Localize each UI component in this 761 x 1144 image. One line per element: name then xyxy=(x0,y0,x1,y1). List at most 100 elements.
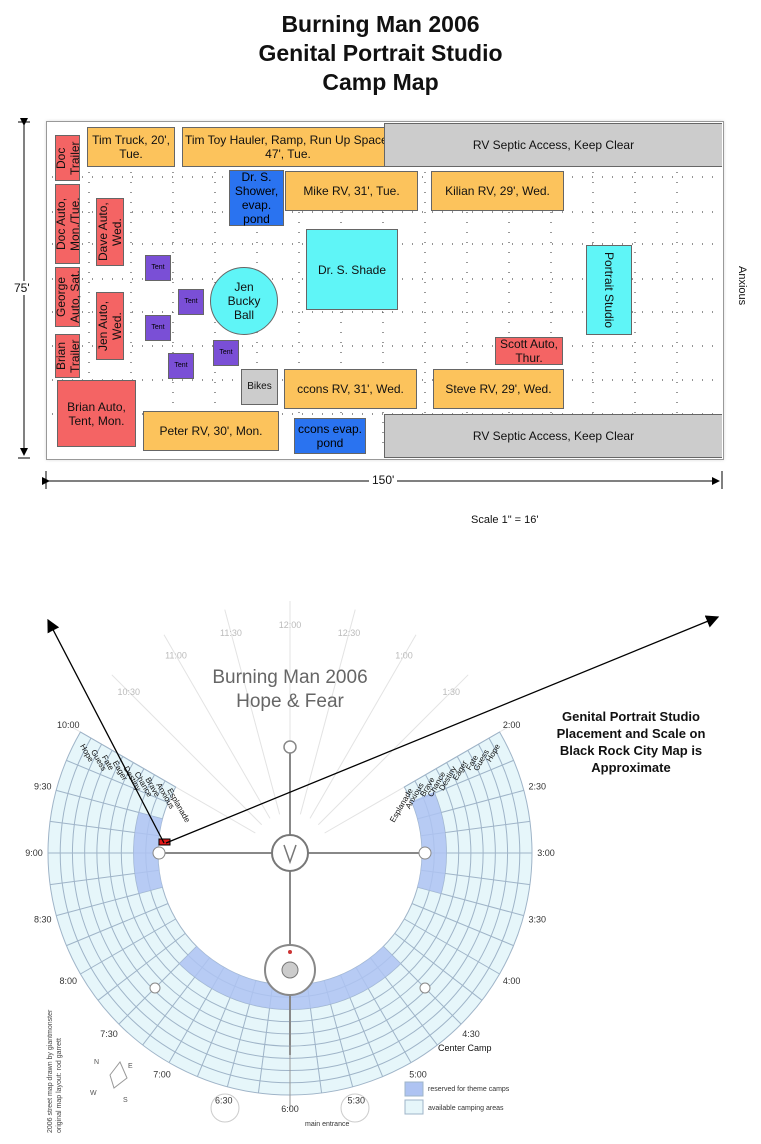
steve-rv: Steve RV, 29', Wed. xyxy=(433,369,564,409)
center-camp-dot xyxy=(288,950,292,954)
legend-available-label: available camping areas xyxy=(428,1105,504,1112)
radial-street xyxy=(66,759,169,803)
clock-label: 7:30 xyxy=(100,1029,118,1039)
legend-reserved-swatch xyxy=(404,1081,424,1097)
mike-rv-label: Mike RV, 31', Tue. xyxy=(303,184,400,198)
plaza-7-30-marker xyxy=(149,982,161,994)
radial-street xyxy=(80,918,176,975)
clock-label: 10:30 xyxy=(118,687,141,697)
height-dimension: 75' xyxy=(14,281,30,295)
clock-label: 9:30 xyxy=(34,782,52,792)
center-camp-label: Center Camp xyxy=(438,1043,492,1053)
brian-auto-label: Brian Auto, Tent, Mon. xyxy=(67,399,126,428)
dr-s-shower: Dr. S. Shower, evap. pond xyxy=(229,170,284,226)
scott-auto-label: Scott Auto, Thur. xyxy=(499,337,559,365)
theme-camp-block xyxy=(133,812,163,894)
clock-label: 8:30 xyxy=(34,914,52,924)
compass-rose: N E S W xyxy=(90,1059,133,1104)
george-auto: George Auto, Sat. xyxy=(53,267,82,327)
playa-spoke xyxy=(309,634,417,819)
brian-trailer-label: Brian Trailer xyxy=(53,339,82,373)
gate-circle-left xyxy=(210,1093,240,1123)
tent-5: Tent xyxy=(168,353,194,379)
dave-auto-label: Dave Auto, Wed. xyxy=(96,202,124,262)
plaza-4-30-marker xyxy=(419,982,431,994)
radial-street xyxy=(404,731,500,788)
steve-rv-label: Steve RV, 29', Wed. xyxy=(445,382,552,396)
ccons-evap-pond: ccons evap. pond xyxy=(294,418,366,454)
clock-label: 4:00 xyxy=(503,976,521,986)
ccons-evap-pond-label: ccons evap. pond xyxy=(297,422,363,450)
gate-circle-right xyxy=(340,1093,370,1123)
theme-camp-block xyxy=(411,791,447,894)
clock-label: 12:00 xyxy=(279,620,302,630)
george-auto-label: George Auto, Sat. xyxy=(53,270,82,324)
dr-s-shower-label: Dr. S. Shower, evap. pond xyxy=(234,170,279,226)
center-camp-core xyxy=(281,961,299,979)
dave-auto: Dave Auto, Wed. xyxy=(96,198,124,266)
tent-1: Tent xyxy=(145,255,171,281)
tent-label: Tent xyxy=(184,298,198,305)
jen-bucky-ball: Jen Bucky Ball xyxy=(210,267,278,335)
arrow-to-note xyxy=(165,615,720,844)
city-map-title-2: Hope & Fear xyxy=(236,691,344,712)
ccons-rv-label: ccons RV, 31', Wed. xyxy=(297,382,404,396)
dr-s-shade-label: Dr. S. Shade xyxy=(317,262,387,277)
plaza-9-marker xyxy=(152,846,166,860)
credit-line-2: original map layout: rod garrett xyxy=(56,1038,63,1133)
clock-labels: 2:002:303:003:304:004:305:005:306:006:30… xyxy=(25,620,555,1114)
rv-septic-top-label: RV Septic Access, Keep Clear xyxy=(472,138,635,152)
clock-label: 8:00 xyxy=(60,976,78,986)
theme-camp-blocks xyxy=(133,791,447,1010)
width-dimension: 150' xyxy=(369,473,398,487)
clock-label: 2:00 xyxy=(503,720,521,730)
city-map-title-1: Burning Man 2006 xyxy=(212,667,367,688)
temple-marker xyxy=(283,740,297,754)
clock-label: 3:00 xyxy=(537,848,555,858)
clock-label: 12:30 xyxy=(338,628,361,638)
portrait-studio-label: Portrait Studio xyxy=(602,251,616,329)
scott-auto: Scott Auto, Thur. xyxy=(495,337,563,365)
tent-label: Tent xyxy=(151,324,165,331)
dr-s-shade: Dr. S. Shade xyxy=(306,229,398,310)
the-man-icon xyxy=(283,844,297,865)
radial-street xyxy=(394,932,483,1001)
tent-3: Tent xyxy=(145,315,171,341)
tim-truck-label: Tim Truck, 20', Tue. xyxy=(92,133,170,161)
jen-auto-label: Jen Auto, Wed. xyxy=(96,300,124,352)
the-man-plaza xyxy=(271,834,309,872)
peter-rv-label: Peter RV, 30', Mon. xyxy=(159,424,263,438)
page-title: Burning Man 2006 Genital Portrait Studio… xyxy=(0,10,761,97)
tim-toy-hauler: Tim Toy Hauler, Ramp, Run Up Space, 47',… xyxy=(182,127,394,167)
mike-rv: Mike RV, 31', Tue. xyxy=(285,171,418,211)
playa-spoke xyxy=(299,609,356,815)
title-line-1: Burning Man 2006 xyxy=(281,11,480,37)
playa-spoke xyxy=(224,609,281,815)
rv-septic-top: RV Septic Access, Keep Clear xyxy=(384,123,722,167)
clock-label: 5:00 xyxy=(409,1070,427,1080)
main-entrance-label: main entrance xyxy=(305,1121,349,1128)
tent-2: Tent xyxy=(178,289,204,315)
doc-auto-label: Doc Auto, Mon./Tue. xyxy=(53,197,82,251)
arrow-to-camp-map xyxy=(47,618,165,844)
playa-spoke xyxy=(163,634,271,819)
radial-street xyxy=(66,903,169,947)
tent-label: Tent xyxy=(151,264,165,271)
jen-bucky-ball-label: Jen Bucky Ball xyxy=(227,280,261,322)
clock-label: 3:30 xyxy=(529,914,547,924)
clock-label: 1:30 xyxy=(442,687,460,697)
rv-septic-bottom: RV Septic Access, Keep Clear xyxy=(384,414,722,458)
radial-street xyxy=(411,903,514,947)
tent-4: Tent xyxy=(213,340,239,366)
tim-toy-hauler-label: Tim Toy Hauler, Ramp, Run Up Space, 47',… xyxy=(184,133,392,161)
camp-plan: Doc Trailer Doc Auto, Mon./Tue. George A… xyxy=(46,121,724,460)
clock-label: 4:30 xyxy=(462,1029,480,1039)
title-line-2: Genital Portrait Studio xyxy=(258,40,503,66)
plaza-3-marker xyxy=(418,846,432,860)
brian-auto: Brian Auto, Tent, Mon. xyxy=(57,380,136,447)
clock-label: 5:30 xyxy=(347,1095,365,1105)
clock-label: 7:00 xyxy=(153,1070,171,1080)
playa-spoke xyxy=(111,674,263,826)
scale-label: Scale 1" = 16' xyxy=(471,514,539,526)
doc-trailer-label: Doc Trailer xyxy=(53,141,82,175)
